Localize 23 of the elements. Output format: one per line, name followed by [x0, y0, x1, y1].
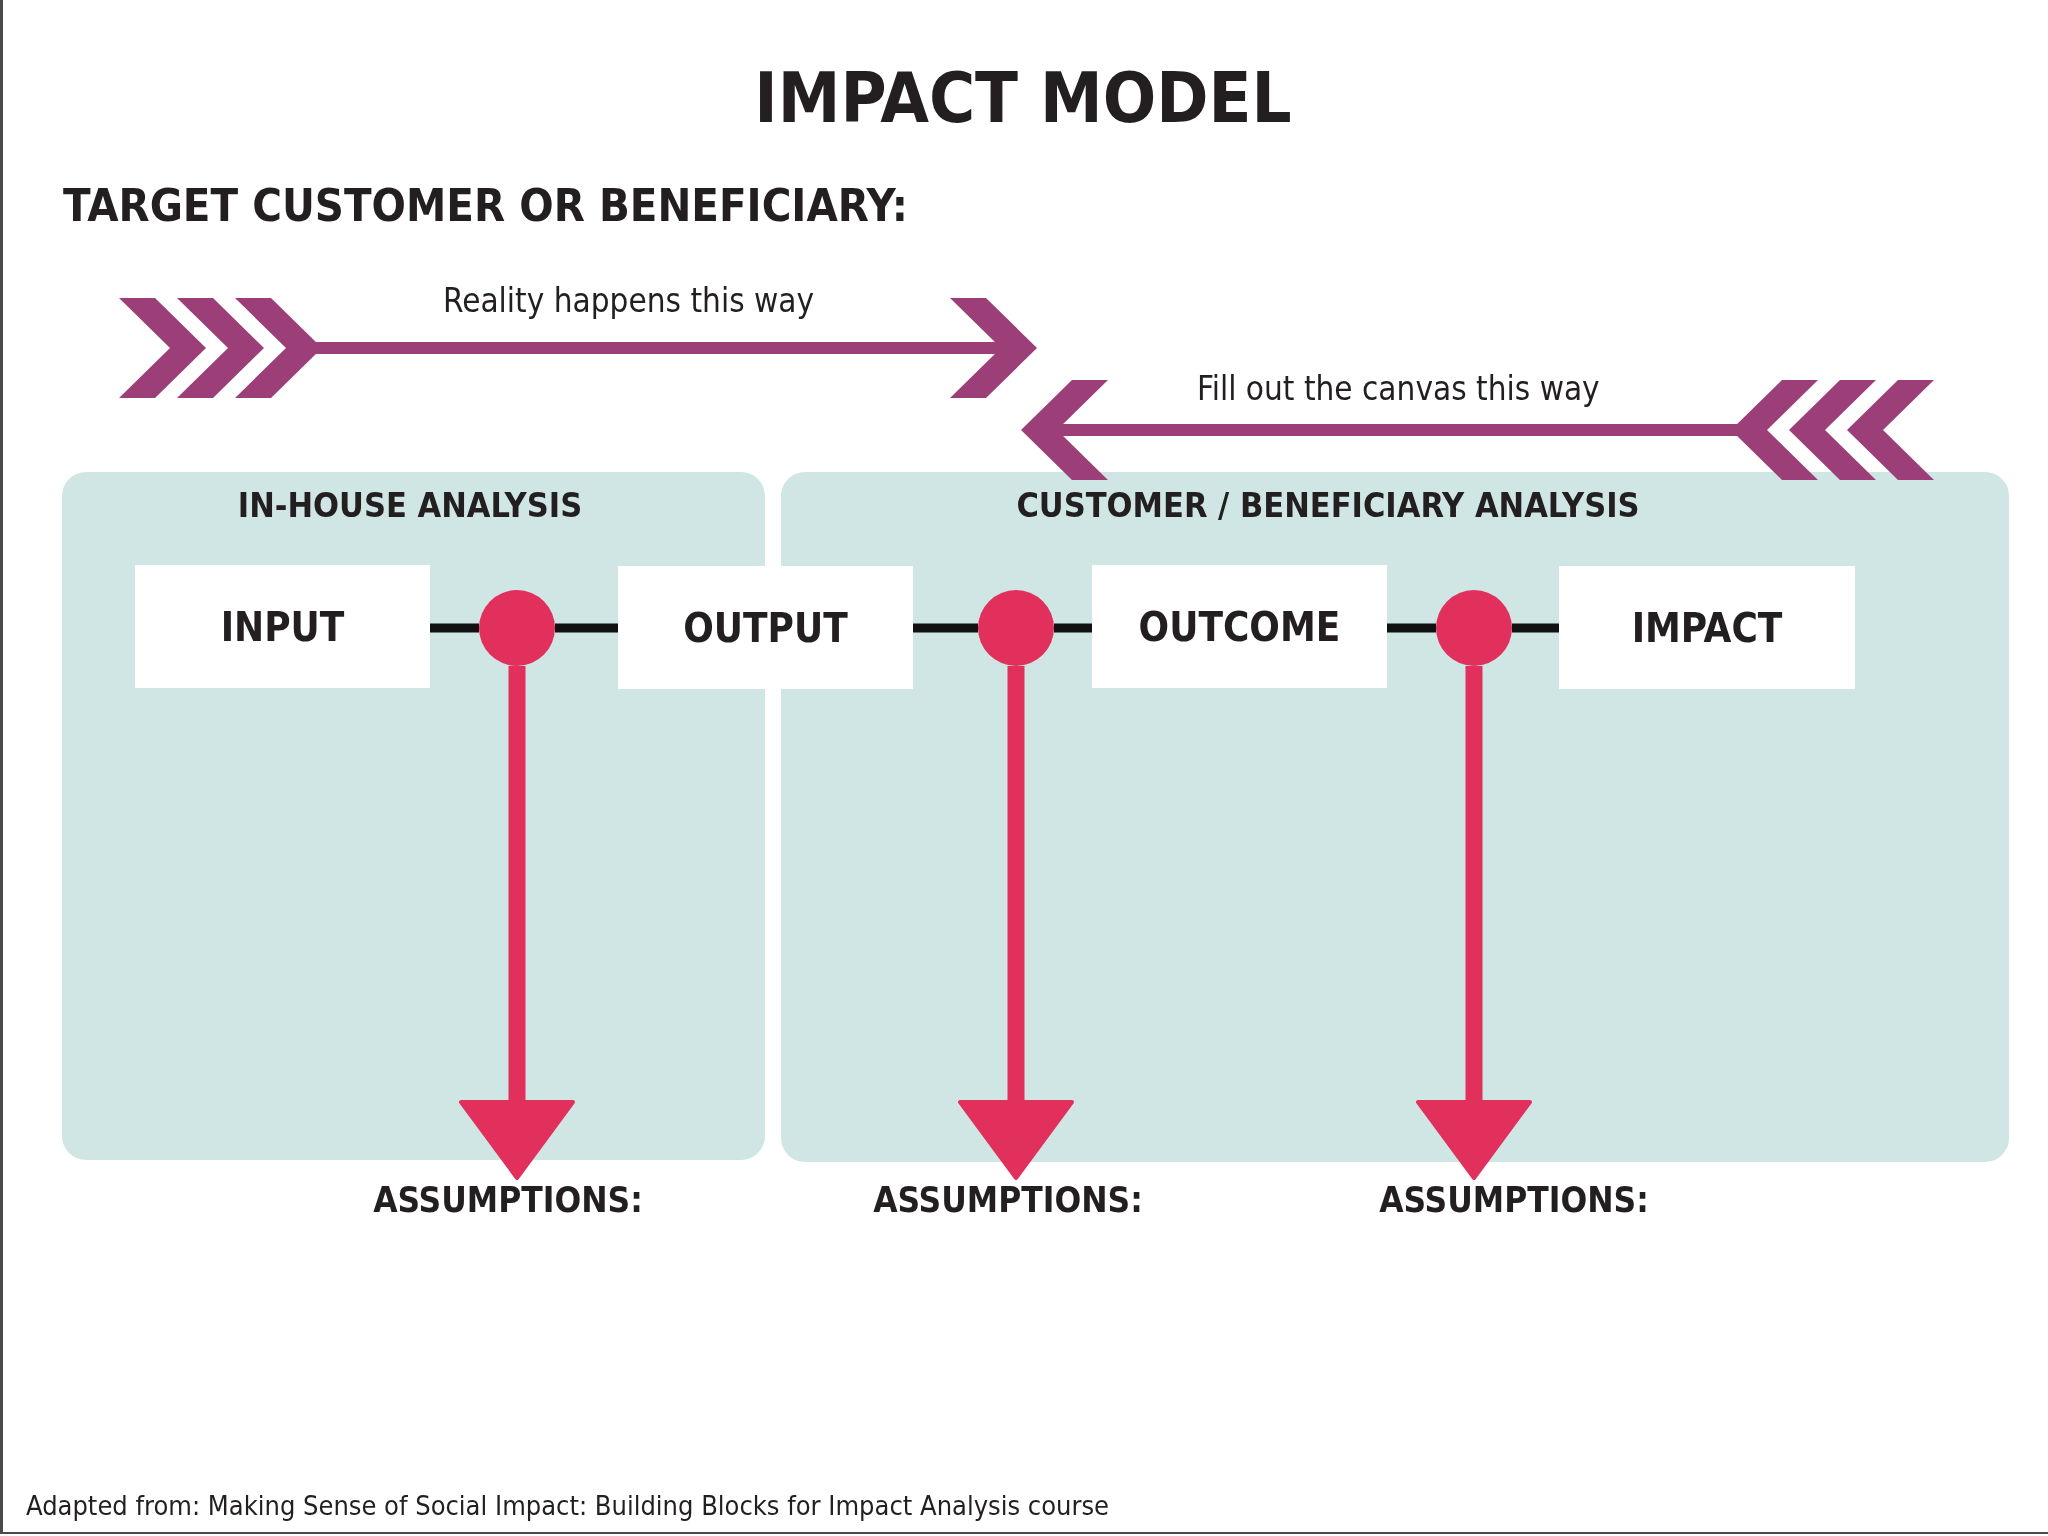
direction-label: Reality happens this way [443, 282, 815, 320]
stage-box: OUTCOME [1092, 565, 1387, 688]
title: IMPACT MODEL [754, 58, 1292, 139]
connector-line [913, 623, 978, 633]
stage-box: IMPACT [1559, 566, 1855, 689]
stage-box: INPUT [135, 565, 430, 688]
panel-title: CUSTOMER / BENEFICIARY ANALYSIS [1016, 486, 1640, 526]
connector-line [430, 623, 479, 633]
connector-line [1387, 623, 1436, 633]
arrow [958, 666, 1074, 1180]
stage-box: OUTPUT [618, 566, 913, 689]
arrow [1416, 666, 1532, 1180]
connector-line [1054, 623, 1092, 633]
connector-line [555, 623, 618, 633]
assumption-label: ASSUMPTIONS: [873, 1180, 1143, 1221]
section-heading: TARGET CUSTOMER OR BENEFICIARY: [63, 180, 909, 232]
arrow [459, 666, 575, 1180]
panel-title: IN-HOUSE ANALYSIS [237, 486, 583, 526]
assumption-label: ASSUMPTIONS: [1379, 1180, 1649, 1221]
caption: Adapted from: Making Sense of Social Impact: Building Blocks for Impact Analysis course [26, 1490, 1109, 1522]
direction-label: Fill out the canvas this way [1197, 370, 1600, 408]
connector-line [1512, 623, 1559, 633]
assumption-label: ASSUMPTIONS: [373, 1180, 643, 1221]
